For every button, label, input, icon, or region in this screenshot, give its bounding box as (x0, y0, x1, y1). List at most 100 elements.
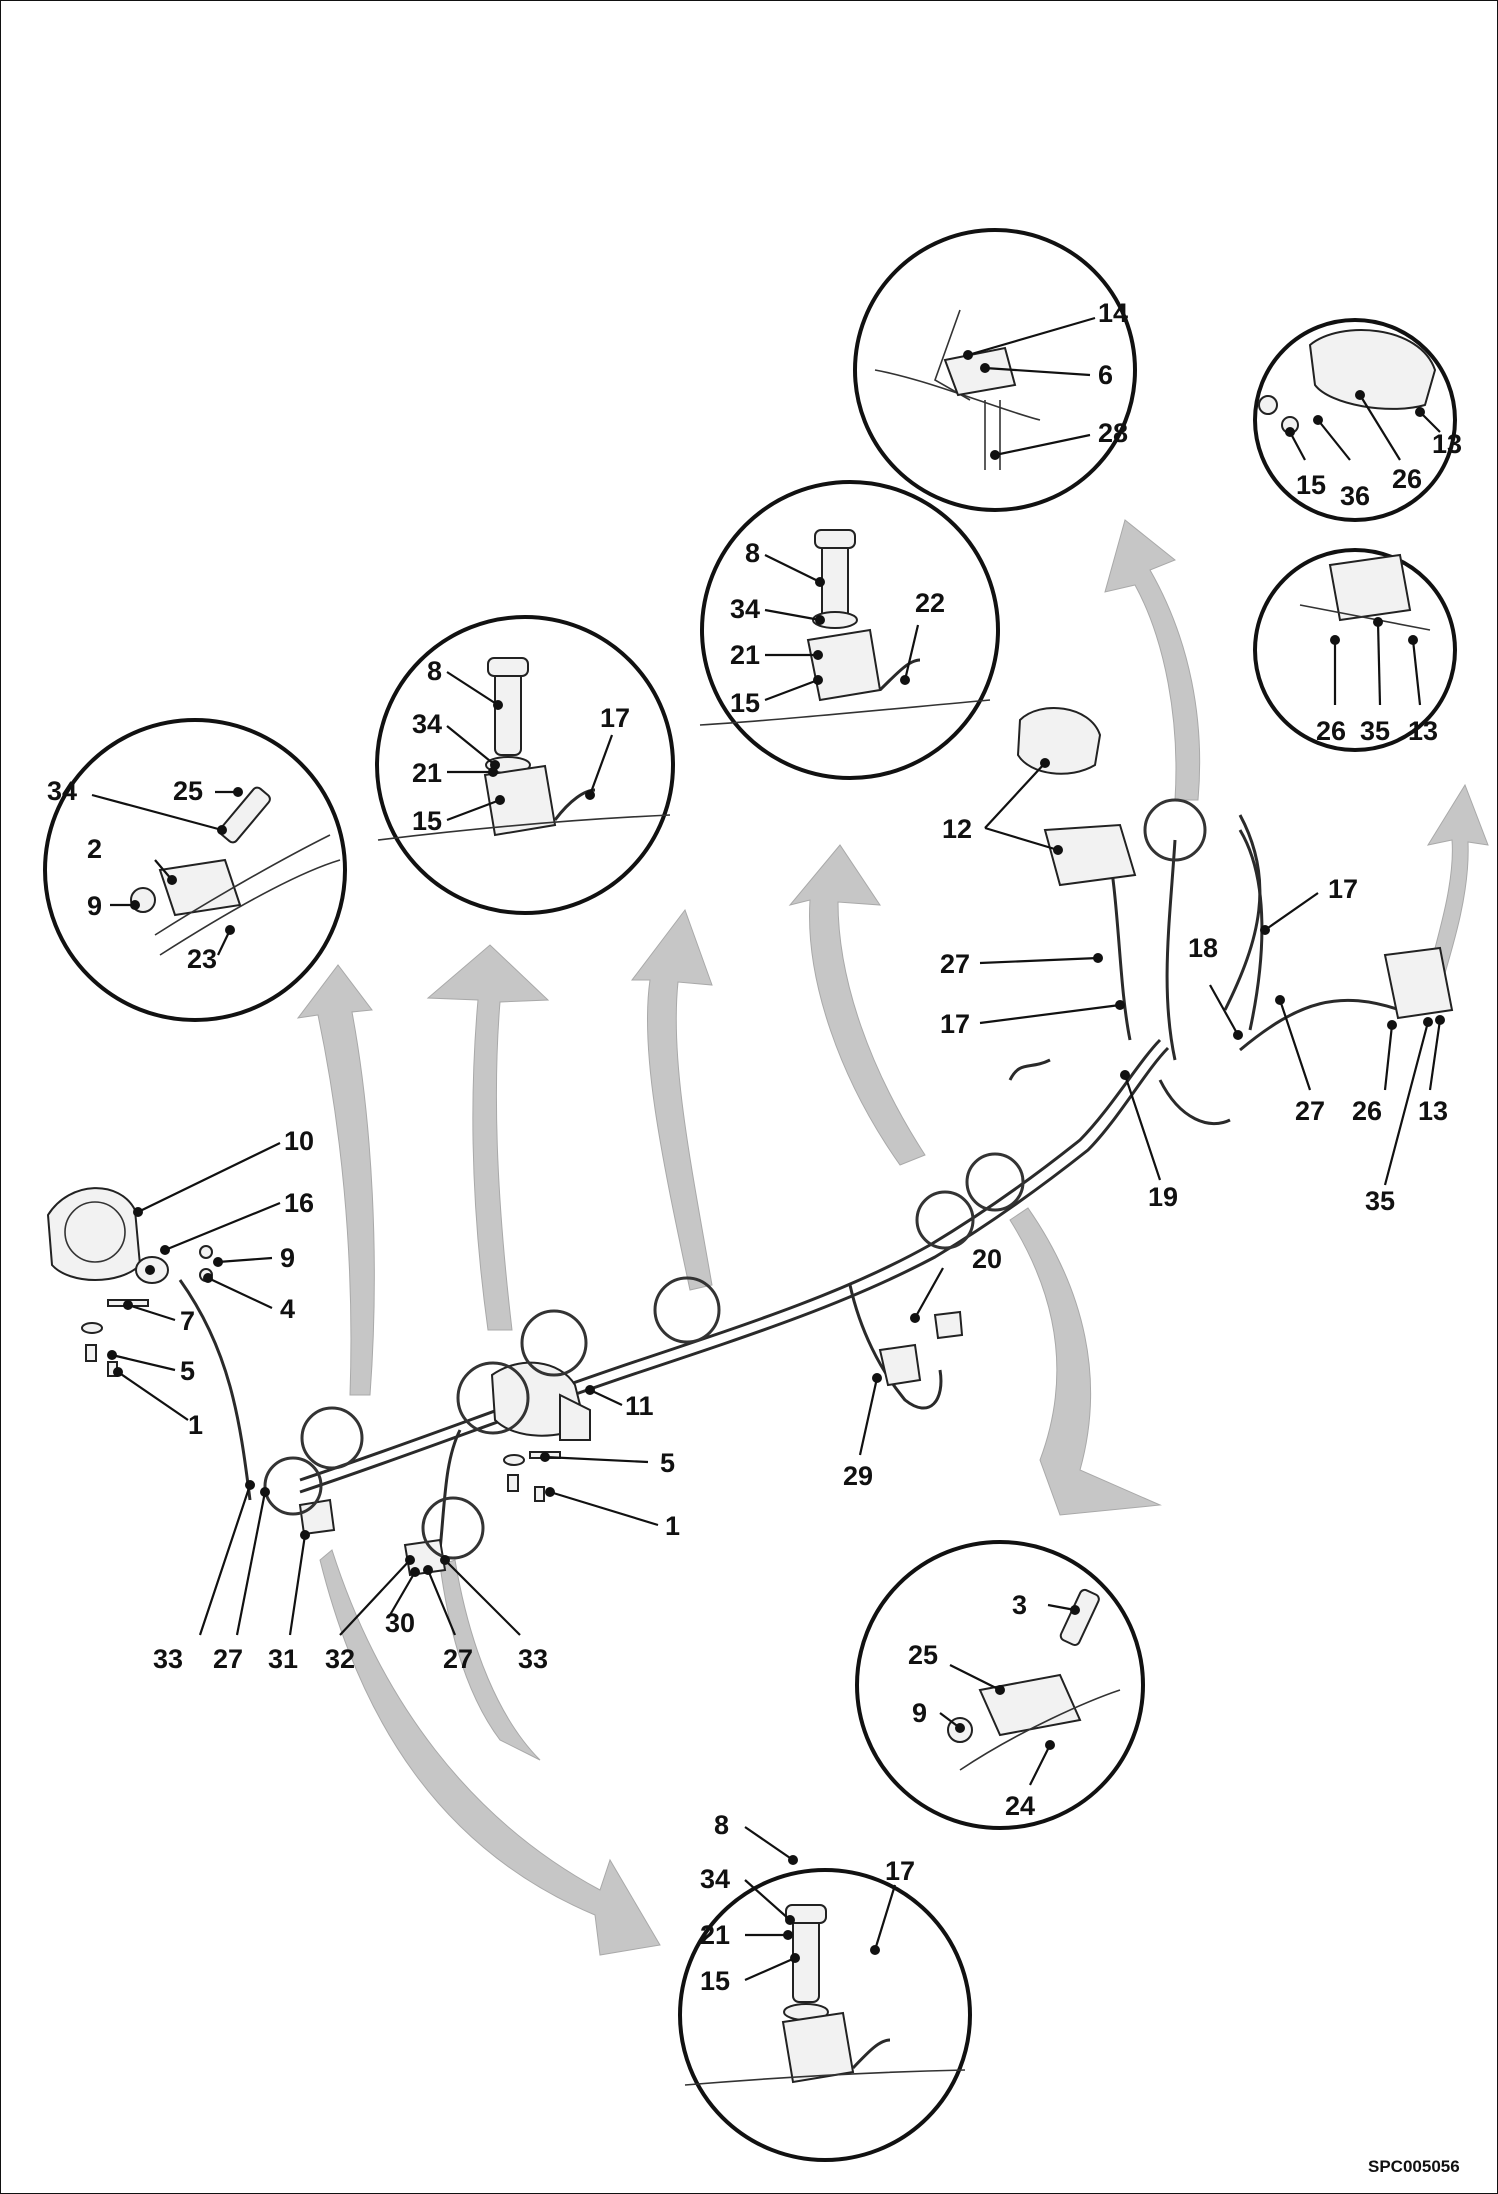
part-label-14: 14 (1098, 298, 1128, 328)
main-hose-assembly (178, 814, 1401, 1551)
callout-arrow-icon (630, 908, 713, 1291)
work-light-10 (46, 1187, 169, 1284)
part-label-13: 13 (1418, 1096, 1448, 1126)
part-label-27: 27 (940, 949, 970, 979)
part-label-1: 1 (665, 1511, 680, 1541)
part-label-33: 33 (153, 1644, 183, 1674)
part-label-34: 34 (47, 776, 77, 806)
part-label-29: 29 (843, 1461, 873, 1491)
part-label-11: 11 (625, 1391, 654, 1421)
callout-arrow-icon (1424, 783, 1489, 991)
detail-circle-upper-middle (699, 480, 1000, 780)
hose-clamp-group-30 (298, 1498, 447, 1577)
part-number-labels: 14 6 28 13 15 36 26 8 34 22 21 15 26 35 … (47, 298, 1462, 1996)
part-label-28: 28 (1098, 418, 1128, 448)
hydraulic-hose-icon (438, 1429, 462, 1551)
part-label-19: 19 (1148, 1182, 1178, 1212)
part-label-13: 13 (1432, 429, 1462, 459)
callout-arrows (296, 519, 1489, 1956)
part-label-34: 34 (412, 709, 442, 739)
part-label-6: 6 (1098, 360, 1113, 390)
detail-markers (263, 798, 1207, 1560)
magnified-detail-icon (700, 480, 1000, 780)
part-label-17: 17 (600, 703, 630, 733)
valve-block-12 (1016, 707, 1137, 887)
part-label-8: 8 (745, 538, 760, 568)
callout-arrow-icon (426, 944, 550, 1331)
hydraulic-hose-icon (178, 1279, 252, 1501)
part-label-12: 12 (942, 814, 972, 844)
part-label-21: 21 (412, 758, 442, 788)
part-label-30: 30 (385, 1608, 415, 1638)
callout-arrow-icon (319, 1549, 661, 1956)
part-label-9: 9 (912, 1698, 927, 1728)
work-light-11 (490, 1361, 591, 1441)
detail-circle-left (43, 718, 347, 1022)
callout-arrow-icon (1104, 519, 1201, 801)
hydraulic-hose-icon (1223, 814, 1262, 1011)
hydraulic-hose-icon (1008, 1058, 1051, 1081)
part-label-18: 18 (1188, 933, 1218, 963)
part-label-3: 3 (1012, 1590, 1027, 1620)
hydraulic-hose-icon (299, 1046, 1170, 1494)
hydraulic-hose-icon (299, 1038, 1162, 1482)
part-label-31: 31 (268, 1644, 298, 1674)
part-label-24: 24 (1005, 1791, 1035, 1821)
part-label-17: 17 (1328, 874, 1358, 904)
detail-circle-bottom (678, 1868, 972, 2162)
hydraulic-hose-icon (848, 1284, 943, 1410)
part-label-15: 15 (730, 688, 760, 718)
part-label-16: 16 (284, 1188, 314, 1218)
callout-arrow-icon (1009, 1207, 1162, 1516)
hydraulic-hose-icon (1158, 1079, 1231, 1126)
part-label-20: 20 (972, 1244, 1002, 1274)
part-label-15: 15 (412, 806, 442, 836)
part-label-25: 25 (173, 776, 203, 806)
part-label-36: 36 (1340, 481, 1370, 511)
part-label-5: 5 (660, 1448, 675, 1478)
callout-arrow-icon (296, 964, 375, 1396)
leader-lines (91, 316, 1445, 1982)
detail-circle-top-right-2 (1253, 548, 1457, 752)
part-label-25: 25 (908, 1640, 938, 1670)
part-label-8: 8 (427, 656, 442, 686)
part-label-21: 21 (700, 1920, 730, 1950)
part-label-35: 35 (1360, 716, 1390, 746)
part-label-8: 8 (714, 1810, 729, 1840)
hydraulic-hose-icon (1239, 998, 1401, 1052)
part-label-5: 5 (180, 1356, 195, 1386)
part-label-17: 17 (940, 1009, 970, 1039)
part-label-26: 26 (1352, 1096, 1382, 1126)
part-label-34: 34 (730, 594, 760, 624)
part-label-21: 21 (730, 640, 760, 670)
part-label-33: 33 (518, 1644, 548, 1674)
part-label-27: 27 (213, 1644, 243, 1674)
part-label-27: 27 (1295, 1096, 1325, 1126)
hydraulic-hose-icon (1238, 829, 1264, 1031)
part-label-23: 23 (187, 944, 217, 974)
hose-clip-20 (878, 1310, 964, 1387)
control-box-13 (1383, 946, 1454, 1020)
callout-arrow-icon (788, 844, 926, 1166)
detail-circle-top-right-1 (1253, 318, 1457, 522)
hydraulic-hose-icon (1165, 839, 1177, 1061)
part-label-15: 15 (1296, 470, 1326, 500)
part-label-7: 7 (180, 1306, 195, 1336)
part-label-9: 9 (87, 891, 102, 921)
part-label-27: 27 (443, 1644, 473, 1674)
part-label-35: 35 (1365, 1186, 1395, 1216)
part-label-1: 1 (188, 1410, 203, 1440)
part-label-4: 4 (280, 1294, 295, 1324)
part-label-15: 15 (700, 1966, 730, 1996)
part-label-22: 22 (915, 588, 945, 618)
part-label-9: 9 (280, 1243, 295, 1273)
part-label-26: 26 (1316, 716, 1346, 746)
part-label-17: 17 (885, 1856, 915, 1886)
part-label-34: 34 (700, 1864, 730, 1894)
part-label-32: 32 (325, 1644, 355, 1674)
part-label-26: 26 (1392, 464, 1422, 494)
part-label-10: 10 (284, 1126, 314, 1156)
part-label-2: 2 (87, 834, 102, 864)
